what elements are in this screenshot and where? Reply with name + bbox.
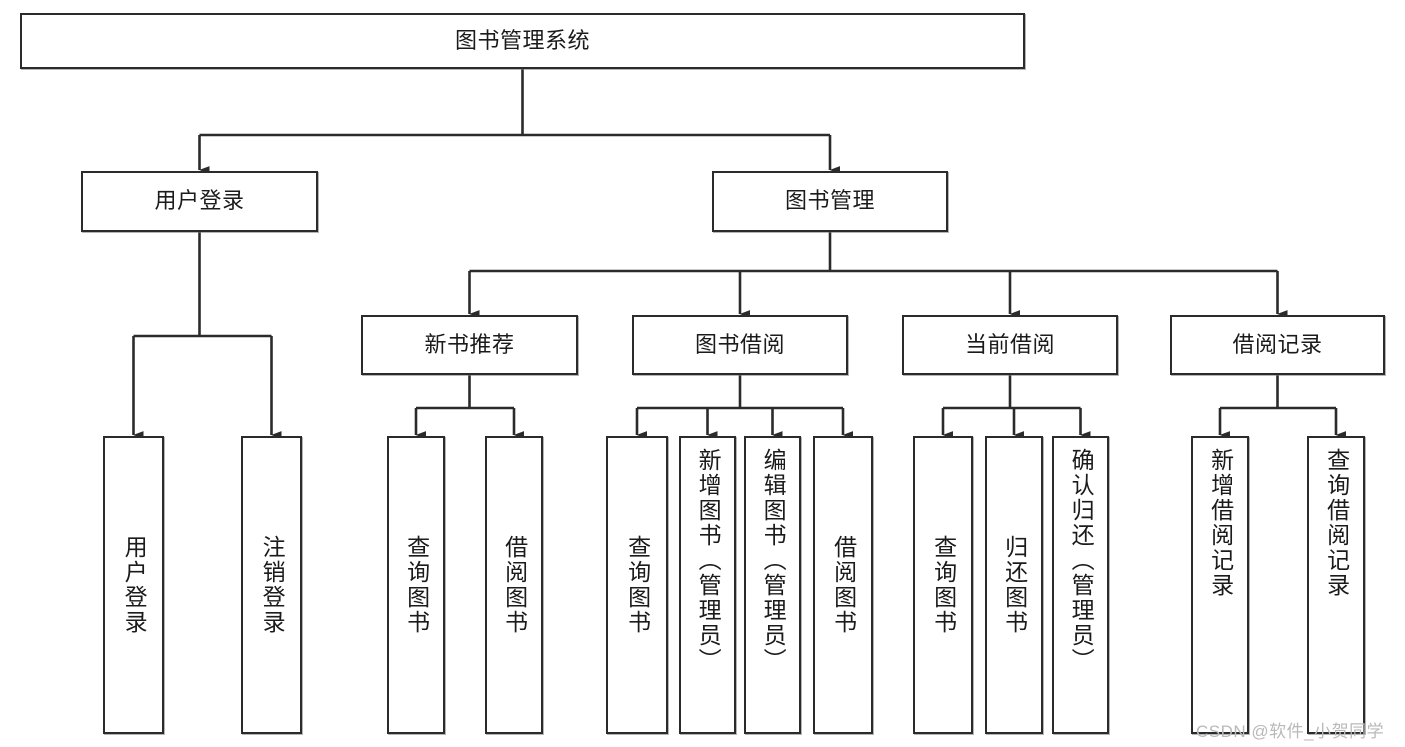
node-label: 新增图书（管理员） [695, 448, 722, 673]
node-label: 用户登录 [154, 188, 245, 214]
node-leaf-user-logout: 注销登录 [241, 436, 302, 734]
node-label: 新增借阅记录 [1207, 448, 1234, 598]
node-label: 归还图书 [1001, 535, 1028, 635]
node-label: 确认归还（管理员） [1068, 448, 1095, 673]
node-leaf-borrow-query: 查询图书 [606, 436, 668, 734]
node-root: 图书管理系统 [20, 13, 1025, 69]
node-label: 借阅图书 [501, 535, 528, 635]
node-label: 图书借阅 [694, 331, 785, 357]
node-label: 注销登录 [259, 535, 286, 635]
node-leaf-borrow-add: 新增图书（管理员） [679, 436, 736, 734]
node-leaf-cur-confirm: 确认归还（管理员） [1052, 436, 1109, 734]
node-label: 查询借阅记录 [1323, 448, 1350, 598]
node-leaf-borrow-do: 借阅图书 [813, 436, 873, 734]
node-borrow-record: 借阅记录 [1170, 315, 1385, 375]
node-book-borrow: 图书借阅 [632, 315, 848, 375]
node-label: 新书推荐 [424, 331, 515, 357]
node-leaf-borrow-edit: 编辑图书（管理员） [744, 436, 801, 734]
node-label: 借阅图书 [830, 535, 857, 635]
node-leaf-cur-query: 查询图书 [913, 436, 973, 734]
node-label: 查询图书 [403, 535, 430, 635]
node-leaf-rec-query: 查询图书 [387, 436, 445, 734]
node-label: 用户登录 [121, 535, 148, 635]
node-current-borrow: 当前借阅 [902, 315, 1118, 375]
node-label: 当前借阅 [964, 331, 1055, 357]
node-user-login: 用户登录 [81, 171, 318, 232]
node-book-manage: 图书管理 [712, 171, 948, 232]
csdn-watermark: CSDN @软件_小贺同学 [1196, 722, 1385, 741]
node-label: 编辑图书（管理员） [760, 448, 787, 673]
node-leaf-rec-borrow: 借阅图书 [485, 436, 543, 734]
node-label: 借阅记录 [1232, 331, 1323, 357]
node-label: 图书管理系统 [454, 27, 590, 53]
node-leaf-rec-search: 查询借阅记录 [1307, 436, 1365, 734]
node-label: 查询图书 [930, 535, 957, 635]
node-label: 图书管理 [784, 188, 875, 214]
node-leaf-cur-return: 归还图书 [985, 436, 1043, 734]
node-new-book-rec: 新书推荐 [361, 315, 578, 375]
node-leaf-user-login: 用户登录 [103, 436, 164, 734]
node-leaf-rec-add: 新增借阅记录 [1191, 436, 1249, 734]
node-label: 查询图书 [624, 535, 651, 635]
